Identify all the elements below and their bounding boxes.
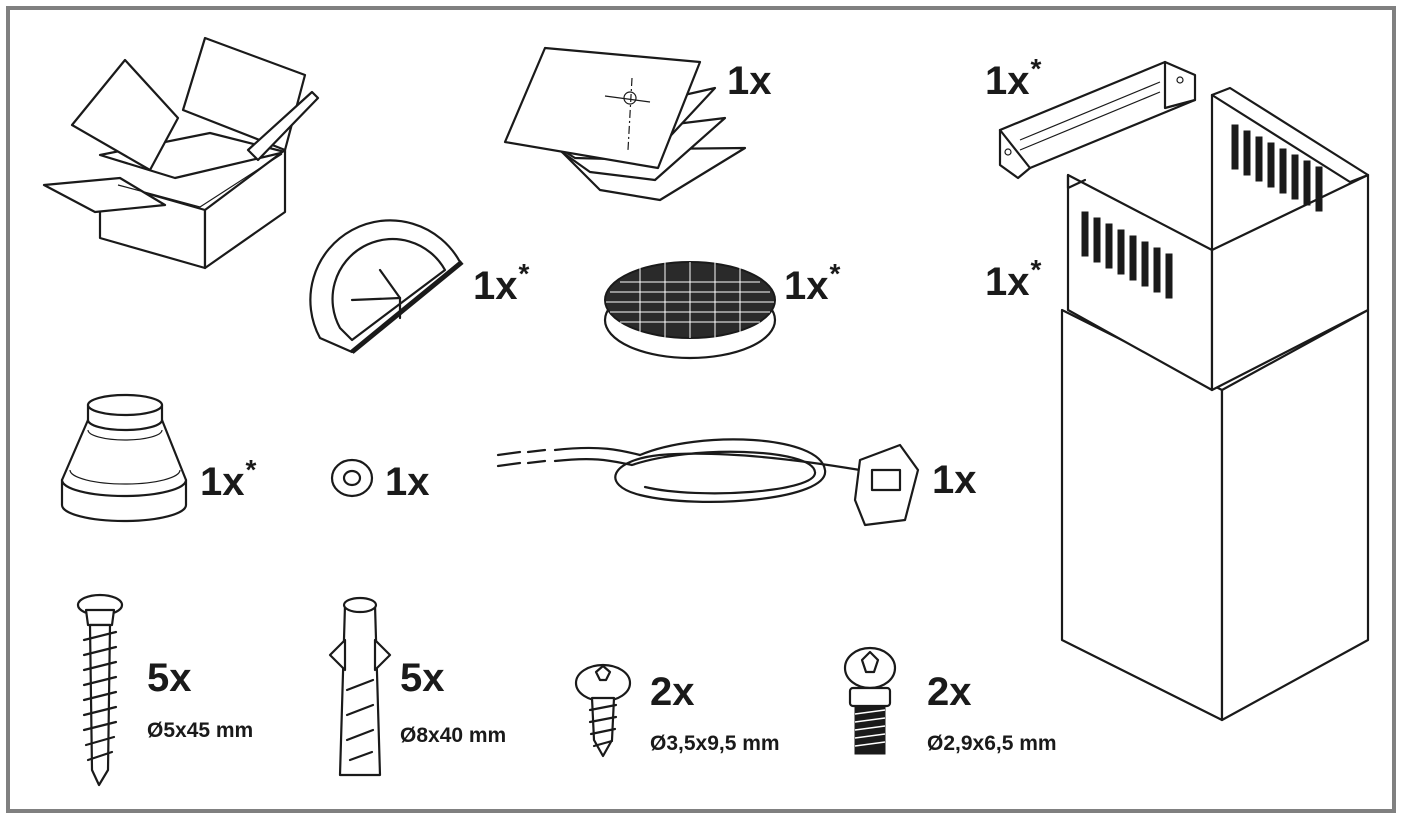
manual-qty: 1x xyxy=(727,59,772,103)
box-icon xyxy=(42,36,320,270)
manual-icon xyxy=(503,46,747,202)
washer-icon xyxy=(330,458,374,498)
wood-screw-icon xyxy=(76,593,124,787)
chimney-icon xyxy=(1060,86,1370,722)
machine-screw-icon xyxy=(843,646,897,755)
flange-screw-qty: 2x xyxy=(650,670,695,714)
wall-plug-icon xyxy=(328,596,392,777)
carbon-filter-qty: 1x* xyxy=(784,258,841,308)
wood-screw-qty: 5x xyxy=(147,656,192,700)
flange-screw-dim: Ø3,5x9,5 mm xyxy=(650,732,780,755)
power-cord-qty: 1x xyxy=(932,458,977,502)
machine-screw-dim: Ø2,9x6,5 mm xyxy=(927,732,1057,755)
machine-screw-qty: 2x xyxy=(927,670,972,714)
washer-qty: 1x xyxy=(385,460,430,504)
bracket-icon xyxy=(998,60,1197,180)
carbon-filter-icon xyxy=(603,261,777,360)
bracket-qty: 1x* xyxy=(985,53,1042,103)
chimney-qty: 1x* xyxy=(985,254,1042,304)
wall-plug-qty: 5x xyxy=(400,656,445,700)
wood-screw-dim: Ø5x45 mm xyxy=(147,719,254,742)
reducer-icon xyxy=(60,393,188,523)
half-filter-qty: 1x* xyxy=(473,258,530,308)
wall-plug-dim: Ø8x40 mm xyxy=(400,724,507,747)
half-filter-icon xyxy=(309,219,464,354)
power-cord-icon xyxy=(496,438,920,527)
reducer-qty: 1x* xyxy=(200,454,257,504)
flange-screw-icon xyxy=(574,663,632,758)
